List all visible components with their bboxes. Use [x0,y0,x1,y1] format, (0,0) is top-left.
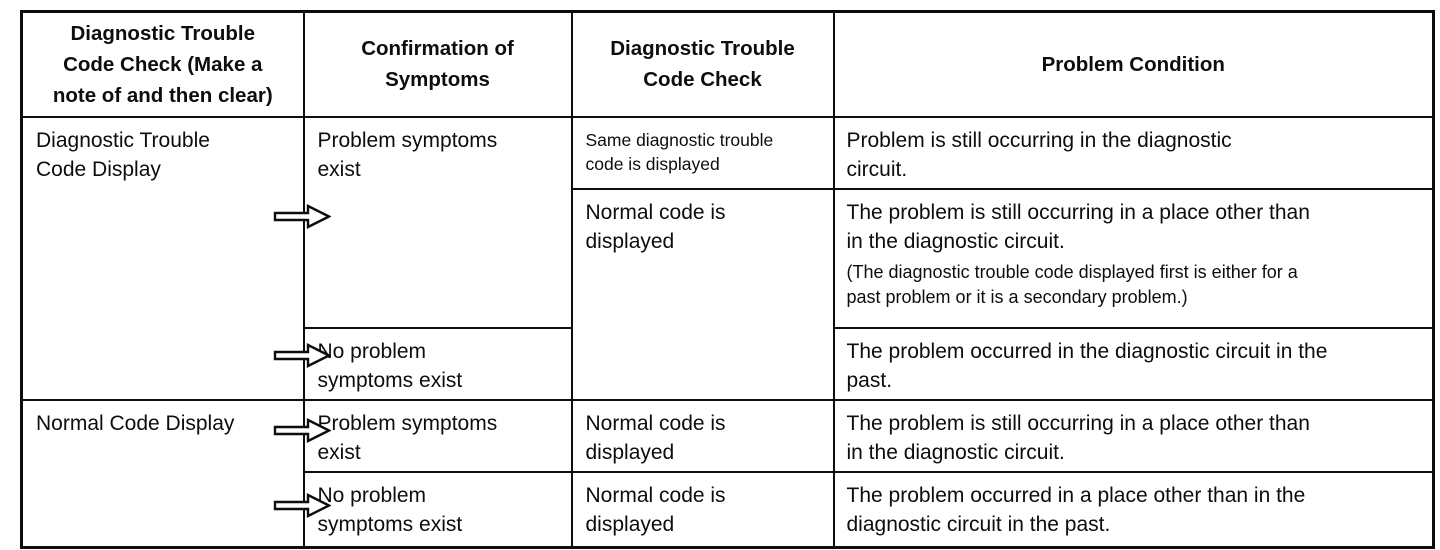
cell-text: Normal Code Display [36,411,235,435]
header-problem-condition: Problem Condition [832,10,1435,118]
cell-condition-4: The problem is still occurring in a plac… [832,398,1435,473]
cell-text-main: The problem is still occurring in a plac… [846,200,1310,253]
cell-condition-5: The problem occurred in a place other th… [832,470,1435,549]
table-row: Diagnostic Trouble Code Display Problem … [20,115,1435,401]
cell-text: Problem symptoms exist [317,128,498,181]
cell-text: Normal code is displayed [585,411,726,464]
table-row: No problem symptoms exist Normal code is… [22,470,1435,549]
right-arrow-icon [273,204,331,229]
header-label: Confirmation of Symptoms [361,37,514,92]
right-arrow-icon [273,343,331,368]
cell-problem-symptoms-exist-2: Problem symptoms exist [302,398,573,473]
right-arrow-icon [273,418,331,443]
cell-normal-code-displayed-2: Normal code is displayed [570,398,835,473]
cell-condition-1: Problem is still occurring in the diagno… [832,115,1435,190]
cell-text: Problem is still occurring in the diagno… [846,128,1232,181]
cell-dtc-display: Diagnostic Trouble Code Display [20,115,305,401]
cell-text: No problem symptoms exist [317,339,463,392]
cell-no-problem-symptoms-1: No problem symptoms exist [302,326,573,401]
cell-text: Diagnostic Trouble Code Display [36,128,210,181]
header-label: Diagnostic Trouble Code Check [610,37,795,92]
cell-text: No problem symptoms exist [317,483,463,536]
cell-condition-3: The problem occurred in the diagnostic c… [832,326,1435,401]
header-label: Diagnostic Trouble Code Check (Make a no… [52,21,273,107]
cell-normal-code-displayed-1: Normal code is displayed [570,187,835,401]
cell-condition-2: The problem is still occurring in a plac… [832,187,1435,329]
table-row: No problem symptoms exist The problem oc… [22,326,1435,401]
table-row: Normal code is displayed The problem is … [22,187,1435,401]
cell-text: Problem symptoms exist [317,411,498,464]
header-label: Problem Condition [1041,52,1225,76]
right-arrow-icon [273,493,331,518]
cell-problem-symptoms-exist-1: Problem symptoms exist [302,115,573,329]
cell-text-note: (The diagnostic trouble code displayed f… [846,261,1298,307]
cell-same-code-displayed: Same diagnostic trouble code is displaye… [570,115,835,190]
cell-normal-code-display: Normal Code Display [20,398,305,549]
cell-text: Normal code is displayed [585,483,726,536]
table-row: Normal Code Display Problem symptoms exi… [20,398,1435,549]
header-confirmation-of-symptoms: Confirmation of Symptoms [302,10,573,118]
diagnostic-code-table: Diagnostic Trouble Code Check (Make a no… [20,10,1435,549]
cell-no-problem-symptoms-2: No problem symptoms exist [302,470,573,549]
cell-normal-code-displayed-3: Normal code is displayed [570,470,835,549]
table-header-row: Diagnostic Trouble Code Check (Make a no… [20,10,1435,118]
cell-text: The problem occurred in the diagnostic c… [846,339,1328,392]
cell-text: The problem occurred in a place other th… [846,483,1306,536]
header-diagnostic-code-check: Diagnostic Trouble Code Check [570,10,835,118]
header-code-check-note: Diagnostic Trouble Code Check (Make a no… [20,10,305,118]
cell-text: Normal code is displayed [585,200,726,253]
cell-text: The problem is still occurring in a plac… [846,411,1310,464]
cell-text: Same diagnostic trouble code is displaye… [585,129,774,174]
